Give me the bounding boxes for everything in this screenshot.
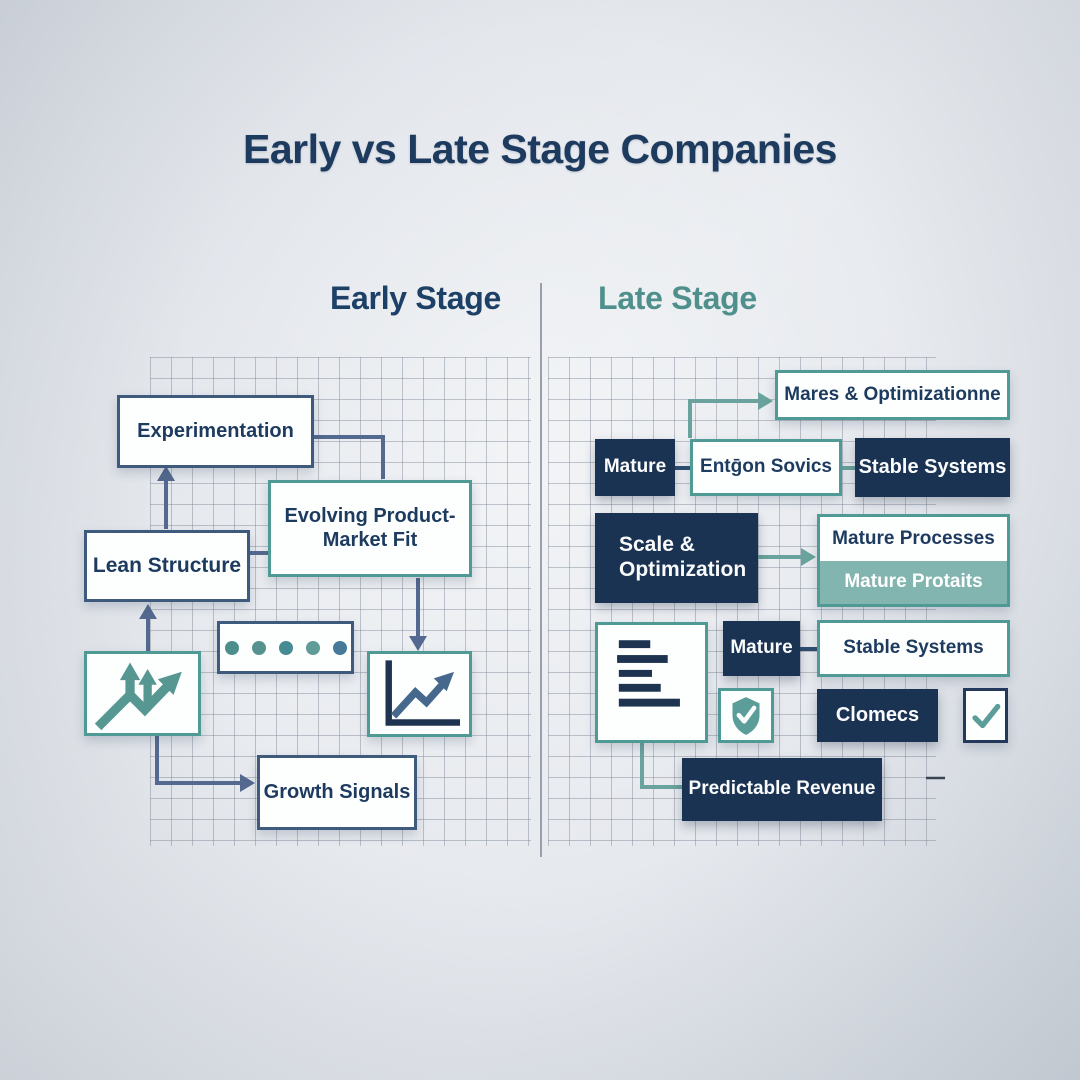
- arrowhead-right-icon: [801, 548, 816, 566]
- stable-systems-box-top: Stable Systems: [855, 438, 1010, 497]
- lean-structure-box: Lean Structure: [84, 530, 250, 602]
- checkmark-icon: [971, 703, 1000, 728]
- line-chart-icon: [385, 660, 460, 726]
- bar-list-box: [595, 622, 708, 743]
- connector-diverge-to-growth: [155, 736, 241, 785]
- bar-list-icon: [616, 639, 680, 707]
- mature-processes-label: Mature Processes: [832, 527, 995, 549]
- experimentation-box: Experimentation: [117, 395, 314, 468]
- lean-structure-label: Lean Structure: [92, 553, 242, 577]
- mature-box-top: Mature: [595, 439, 675, 496]
- shield-check-box: [718, 688, 774, 743]
- entgon-sovics-label: Entḡon Sovics: [700, 456, 832, 478]
- diverging-arrows-box: [84, 651, 201, 736]
- predictable-revenue-label: Predictable Revenue: [688, 778, 876, 800]
- stable-systems-box-mid: Stable Systems: [817, 620, 1010, 677]
- stable-systems-label: Stable Systems: [858, 455, 1007, 478]
- experimentation-label: Experimentation: [137, 419, 294, 442]
- entgon-sovics-box: Entḡon Sovics: [690, 439, 842, 496]
- column-divider: [540, 283, 542, 857]
- connector-entgon-to-markets: [688, 399, 759, 438]
- checkmark-box: [963, 688, 1008, 743]
- mature-box-mid: Mature: [723, 621, 800, 676]
- clomecs-label: Clomecs: [835, 703, 920, 726]
- evolving-product-market-fit-box: Evolving Product-Market Fit: [268, 480, 472, 577]
- scale-optimization-box: Scale & Optimization: [595, 513, 758, 603]
- clomecs-box: Clomecs: [817, 689, 938, 742]
- arrowhead-down-icon: [409, 636, 427, 651]
- diverging-growth-arrows-icon: [94, 662, 182, 730]
- mature-processes-cell: Mature Processes: [820, 517, 1007, 561]
- mature-label: Mature: [730, 637, 793, 659]
- stable-systems-label: Stable Systems: [843, 637, 984, 659]
- arrowhead-up-icon: [139, 604, 157, 619]
- scale-optimization-label: Scale & Optimization: [619, 533, 747, 581]
- connector-experimentation-to-evolving: [314, 435, 385, 479]
- growth-signals-box: Growth Signals: [257, 755, 417, 830]
- line-chart-box: [367, 651, 472, 737]
- evolving-product-market-fit-label: Evolving Product-Market Fit: [284, 504, 456, 551]
- dot-icon: [332, 640, 347, 655]
- page-title: Early vs Late Stage Companies: [243, 126, 837, 172]
- markets-optimization-label: Mares & Optimizationne: [784, 383, 1001, 405]
- dot-icon: [224, 640, 239, 655]
- mature-processes-stack: Mature Processes Mature Protaits: [817, 514, 1010, 607]
- dot-icon: [305, 640, 320, 655]
- predictable-revenue-box: Predictable Revenue: [682, 758, 882, 821]
- five-dots-box: [217, 621, 354, 674]
- mature-label: Mature: [603, 456, 667, 478]
- growth-signals-label: Growth Signals: [263, 780, 411, 803]
- mature-protaits-cell: Mature Protaits: [820, 560, 1007, 604]
- markets-optimization-box: Mares & Optimizationne: [775, 370, 1010, 420]
- arrowhead-right-icon: [758, 392, 773, 410]
- arrowhead-up-icon: [157, 466, 175, 481]
- dot-icon: [278, 640, 293, 655]
- mature-protaits-label: Mature Protaits: [844, 571, 983, 593]
- dot-icon: [251, 640, 266, 655]
- shield-check-icon: [732, 696, 760, 735]
- early-stage-header: Early Stage: [330, 280, 502, 316]
- arrowhead-right-icon: [240, 774, 255, 792]
- connector-bars-to-predictable: [640, 743, 682, 789]
- late-stage-header: Late Stage: [598, 280, 757, 316]
